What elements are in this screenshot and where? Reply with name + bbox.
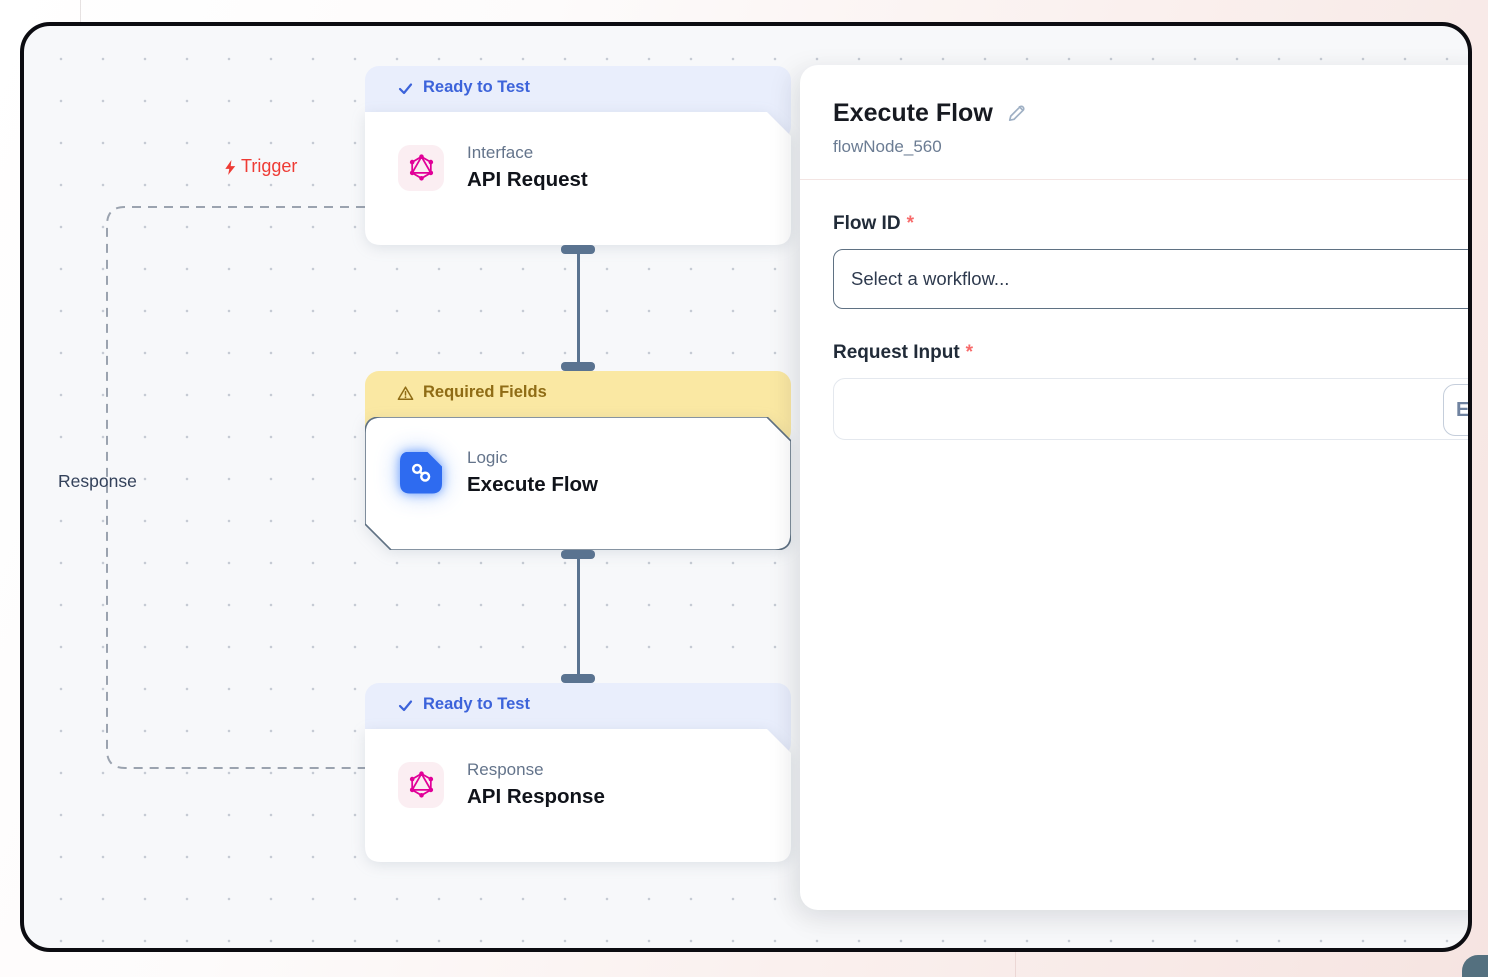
link-nodes-icon — [408, 460, 434, 486]
node-card-shape — [365, 112, 791, 245]
flow-editor-frame: Trigger Response Ready to Test — [20, 22, 1472, 952]
lightning-bolt-icon — [225, 159, 236, 176]
node-id-text: flowNode_560 — [833, 137, 942, 156]
graphql-icon — [409, 154, 433, 181]
status-badge-label: Ready to Test — [423, 78, 530, 96]
flow-id-select[interactable]: Select a workflow... — [833, 249, 1468, 309]
node-execute-flow: Required Fields — [365, 371, 791, 551]
edge-target-handle — [561, 362, 595, 371]
flow-id-label: Flow ID* — [833, 213, 1468, 235]
node-title: API Request — [467, 168, 588, 191]
check-icon — [398, 83, 413, 95]
background-grid-line — [1015, 952, 1016, 977]
graphql-icon — [409, 771, 433, 798]
background-corner-shape — [1462, 955, 1488, 977]
node-category: Logic — [467, 448, 508, 467]
required-asterisk: * — [906, 213, 914, 234]
expand-editor-button[interactable]: E — [1443, 384, 1470, 436]
select-placeholder: Select a workflow... — [851, 268, 1010, 289]
node-title: Execute Flow — [467, 473, 599, 496]
node-card-api-request[interactable]: Interface API Request — [365, 112, 791, 245]
response-icon-tile — [398, 761, 444, 808]
background-grid-line — [80, 0, 81, 22]
interface-icon-tile — [398, 144, 444, 191]
trigger-label: Trigger — [222, 156, 297, 177]
trigger-label-text: Trigger — [241, 156, 298, 176]
node-card-shape — [365, 729, 791, 862]
node-card-api-response[interactable]: Response API Response — [365, 729, 791, 862]
request-input-field[interactable]: E — [833, 378, 1470, 440]
check-icon — [398, 700, 413, 712]
node-api-request: Ready to Test — [365, 66, 791, 246]
node-category: Interface — [467, 143, 534, 162]
edge-source-handle — [561, 245, 595, 254]
response-edge-label: Response — [58, 471, 137, 491]
node-card-shape-selected — [365, 417, 791, 550]
node-title: API Response — [467, 785, 605, 808]
required-asterisk: * — [965, 342, 974, 363]
edit-pencil-icon[interactable] — [1005, 102, 1028, 125]
request-input-label: Request Input* — [833, 342, 1468, 364]
panel-title: Execute Flow — [833, 99, 993, 127]
status-badge-label: Ready to Test — [423, 695, 530, 713]
edge-source-handle — [561, 550, 595, 559]
warning-triangle-icon — [397, 386, 414, 401]
node-category: Response — [467, 760, 544, 779]
node-config-panel: Execute Flow flowNode_560 Flow ID* Selec… — [800, 65, 1470, 910]
field-label-text: Flow ID — [833, 213, 901, 234]
edge-connector-line — [577, 250, 580, 366]
node-api-response: Ready to Test — [365, 683, 791, 863]
edge-connector-line — [577, 555, 580, 682]
panel-divider — [800, 179, 1468, 180]
field-label-text: Request Input — [833, 342, 960, 363]
flow-canvas[interactable]: Trigger Response Ready to Test — [24, 26, 1468, 948]
node-card-execute-flow[interactable]: Logic Execute Flow — [365, 417, 791, 550]
logic-icon-tile — [398, 450, 444, 496]
status-badge-label: Required Fields — [423, 383, 547, 401]
expand-button-glyph: E — [1456, 398, 1470, 421]
edge-target-handle — [561, 674, 595, 683]
